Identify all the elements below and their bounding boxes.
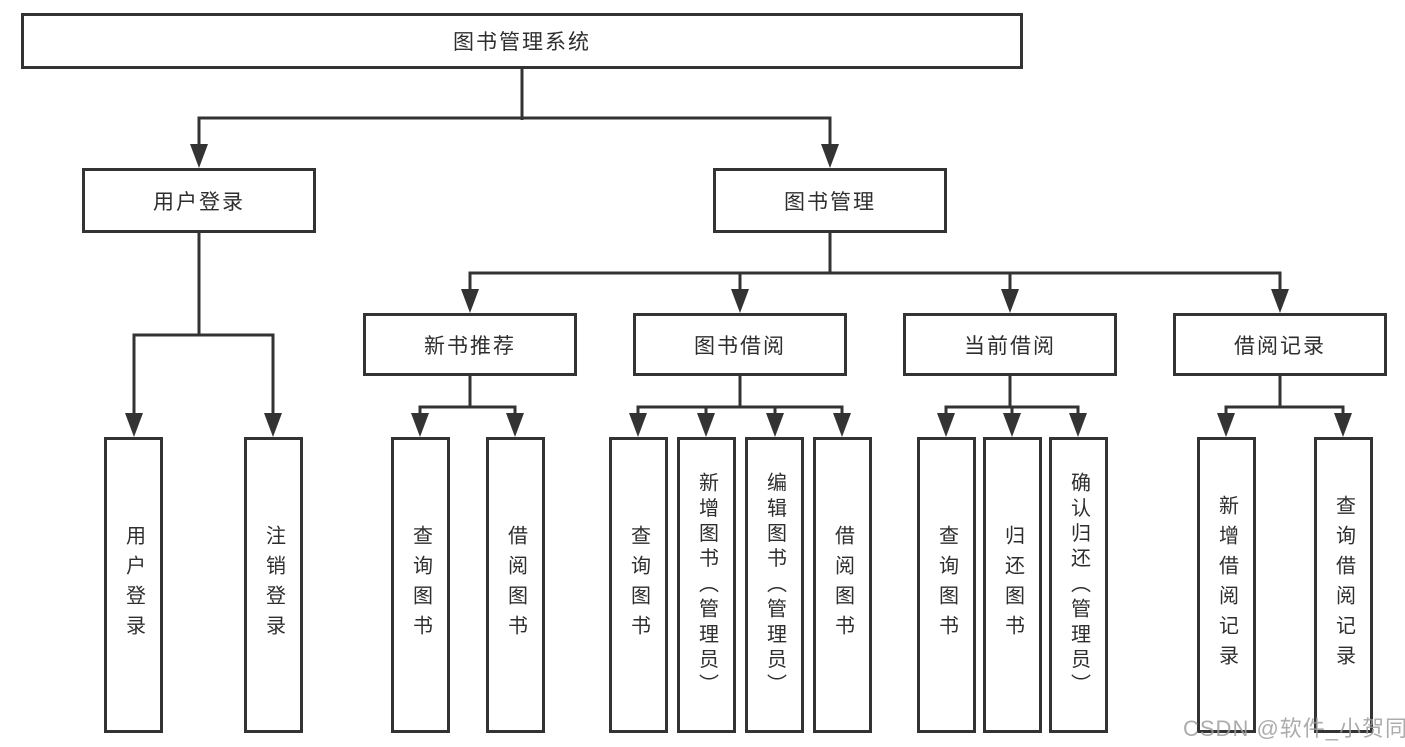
- node-label: 图书管理系统: [453, 31, 591, 54]
- leaf-borrow-books-borrowing: 借阅图书: [813, 437, 872, 733]
- arrowhead: [264, 413, 282, 437]
- node-user-login: 用户登录: [82, 168, 316, 233]
- arrowhead: [731, 289, 749, 313]
- node-book-borrowing: 图书借阅: [633, 313, 847, 376]
- arrowhead: [506, 413, 524, 437]
- arrowhead: [833, 413, 851, 437]
- arrowhead: [411, 413, 429, 437]
- node-book-management: 图书管理: [713, 168, 947, 233]
- arrowhead: [1334, 413, 1352, 437]
- watermark-text: CSDN @软件_小贺同学: [1183, 716, 1405, 741]
- node-borrowing-records: 借阅记录: [1173, 313, 1387, 376]
- arrowhead: [1001, 289, 1019, 313]
- leaf-logout: 注销登录: [244, 437, 303, 733]
- arrowhead: [1003, 413, 1021, 437]
- leaf-confirm-return-admin: 确认归还（管理员）: [1049, 437, 1108, 733]
- node-label: 新增借阅记录: [1215, 495, 1238, 675]
- node-label: 查询图书: [409, 525, 432, 645]
- arrowhead: [766, 413, 784, 437]
- edge-records-bracket: [1224, 405, 1345, 415]
- arrowhead: [1217, 413, 1235, 437]
- node-library-management-system: 图书管理系统: [21, 13, 1023, 69]
- leaf-user-login: 用户登录: [104, 437, 163, 733]
- node-label: 图书管理: [784, 190, 876, 214]
- node-label: 注销登录: [262, 525, 285, 645]
- node-label: 查询借阅记录: [1332, 495, 1355, 675]
- leaf-borrow-books-recommendation: 借阅图书: [486, 437, 545, 733]
- node-label: 当前借阅: [964, 334, 1056, 358]
- node-label: 确认归还（管理员）: [1067, 471, 1090, 699]
- arrowhead: [1069, 413, 1087, 437]
- arrowheads: [125, 144, 1352, 437]
- edge-borrowing-bracket: [636, 405, 844, 415]
- arrowhead: [629, 413, 647, 437]
- edge-root-bracket: [197, 116, 832, 146]
- leaf-query-borrow-record: 查询借阅记录: [1314, 437, 1373, 733]
- leaf-query-books-recommendation: 查询图书: [391, 437, 450, 733]
- node-label: 查询图书: [935, 525, 958, 645]
- node-current-borrowing: 当前借阅: [903, 313, 1117, 376]
- node-label: 查询图书: [627, 525, 650, 645]
- node-label: 用户登录: [122, 525, 145, 645]
- leaf-add-books-admin: 新增图书（管理员）: [677, 437, 736, 733]
- node-label: 借阅图书: [504, 525, 527, 645]
- edge-book-management-bracket: [468, 271, 1282, 291]
- node-label: 借阅记录: [1234, 334, 1326, 358]
- leaf-add-borrow-record: 新增借阅记录: [1197, 437, 1256, 733]
- arrowhead: [125, 413, 143, 437]
- node-label: 借阅图书: [831, 525, 854, 645]
- arrowhead: [461, 289, 479, 313]
- node-label: 用户登录: [153, 190, 245, 214]
- edge-user-login-bracket: [132, 333, 275, 415]
- arrowhead: [937, 413, 955, 437]
- node-label: 新增图书（管理员）: [695, 471, 718, 699]
- leaf-query-books-borrowing: 查询图书: [609, 437, 668, 733]
- arrowhead: [1271, 289, 1289, 313]
- edge-new-book-bracket: [418, 405, 517, 415]
- arrowhead: [821, 144, 839, 168]
- leaf-edit-books-admin: 编辑图书（管理员）: [745, 437, 804, 733]
- node-new-book-recommendation: 新书推荐: [363, 313, 577, 376]
- leaf-query-books-current: 查询图书: [917, 437, 976, 733]
- node-label: 归还图书: [1001, 525, 1024, 645]
- node-label: 图书借阅: [694, 334, 786, 358]
- leaf-return-books: 归还图书: [983, 437, 1042, 733]
- node-label: 新书推荐: [424, 334, 516, 358]
- arrowhead: [190, 144, 208, 168]
- arrowhead: [697, 413, 715, 437]
- node-label: 编辑图书（管理员）: [763, 471, 786, 699]
